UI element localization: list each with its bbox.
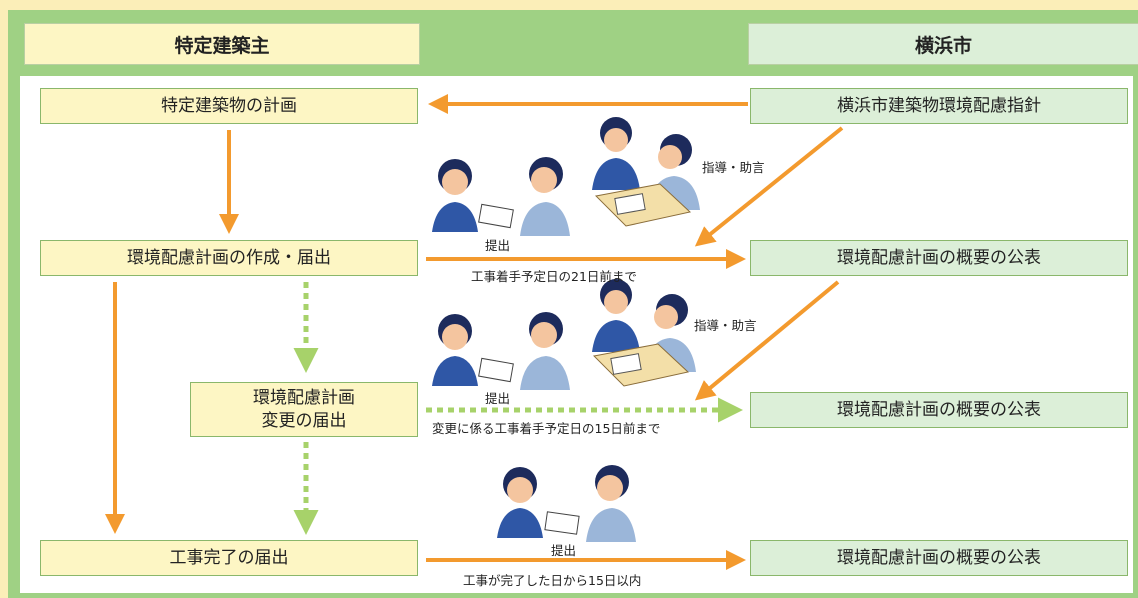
label-submit-3: 提出 xyxy=(551,543,577,558)
illustration-submit-1 xyxy=(432,157,570,236)
label-submit-1: 提出 xyxy=(485,238,511,253)
box-plan-create-submit: 環境配慮計画の作成・届出 xyxy=(40,240,418,276)
box-guideline: 横浜市建築物環境配慮指針 xyxy=(750,88,1128,124)
label-guidance-2: 指導・助言 xyxy=(694,318,757,333)
arrow-guidance-1 xyxy=(694,126,844,247)
label-guidance-1: 指導・助言 xyxy=(702,160,765,175)
box-publish-2: 環境配慮計画の概要の公表 xyxy=(750,392,1128,428)
label-submit-2: 提出 xyxy=(485,391,511,406)
arrow-guidance-2 xyxy=(694,280,840,401)
box-publish-1: 環境配慮計画の概要の公表 xyxy=(750,240,1128,276)
illustration-guidance-1 xyxy=(592,117,700,227)
illustration-guidance-2 xyxy=(592,279,696,387)
diagram-panel xyxy=(20,76,1133,593)
label-deadline-1: 工事着手予定日の21日前まで xyxy=(471,269,637,284)
box-publish-3: 環境配慮計画の概要の公表 xyxy=(750,540,1128,576)
change-line-1: 環境配慮計画 xyxy=(253,387,355,408)
change-line-2: 変更の届出 xyxy=(261,410,347,431)
box-plan-change-submit: 環境配慮計画 変更の届出 xyxy=(190,382,418,437)
label-deadline-3: 工事が完了した日から15日以内 xyxy=(463,573,642,588)
box-building-plan: 特定建築物の計画 xyxy=(40,88,418,124)
label-deadline-2: 変更に係る工事着手予定日の15日前まで xyxy=(432,421,661,436)
box-completion-submit: 工事完了の届出 xyxy=(40,540,418,576)
header-yokohama-city: 横浜市 xyxy=(748,23,1138,65)
header-specified-builder: 特定建築主 xyxy=(24,23,420,65)
illustration-submit-2 xyxy=(432,312,570,390)
illustration-submit-3 xyxy=(497,465,636,542)
